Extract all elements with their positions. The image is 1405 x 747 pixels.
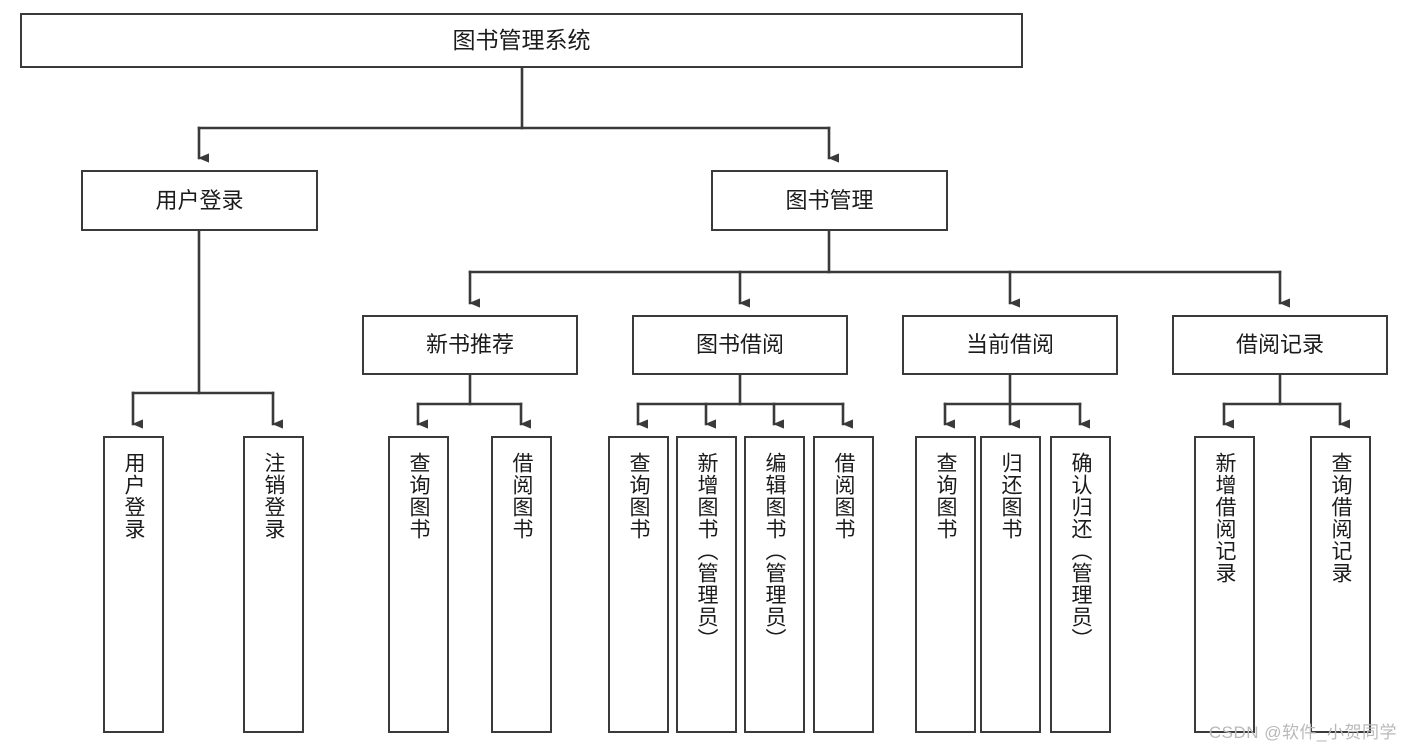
node-label: 查询图书: [934, 452, 957, 540]
leaf-query-book-recommend[interactable]: 查询图书: [388, 436, 449, 733]
leaf-add-borrow-record[interactable]: 新增借阅记录: [1194, 436, 1255, 733]
node-label: 借阅图书: [510, 452, 533, 540]
leaf-user-login[interactable]: 用户登录: [103, 436, 164, 733]
node-label: 新书推荐: [425, 332, 514, 358]
leaf-query-book-current[interactable]: 查询图书: [915, 436, 976, 733]
node-root-system[interactable]: 图书管理系统: [20, 13, 1023, 68]
node-label: 图书管理: [785, 187, 874, 213]
node-label: 查询图书: [407, 452, 430, 540]
node-label: 查询借阅记录: [1329, 452, 1352, 584]
node-label: 借阅记录: [1235, 332, 1324, 358]
node-borrow-record[interactable]: 借阅记录: [1172, 315, 1388, 375]
node-user-login[interactable]: 用户登录: [81, 170, 318, 231]
node-current-borrow[interactable]: 当前借阅: [902, 315, 1118, 375]
leaf-return-book[interactable]: 归还图书: [980, 436, 1041, 733]
node-book-management[interactable]: 图书管理: [711, 170, 948, 231]
node-label: 注销登录: [262, 452, 285, 540]
leaf-query-borrow-record[interactable]: 查询借阅记录: [1310, 436, 1371, 733]
node-label: 新增借阅记录: [1213, 452, 1236, 584]
leaf-logout-login[interactable]: 注销登录: [243, 436, 304, 733]
node-new-book-recommend[interactable]: 新书推荐: [362, 315, 578, 375]
leaf-add-book-admin[interactable]: 新增图书（管理员）: [676, 436, 737, 733]
node-label: 确认归还（管理员）: [1069, 452, 1092, 650]
leaf-borrow-book[interactable]: 借阅图书: [813, 436, 874, 733]
node-label: 图书借阅: [695, 332, 784, 358]
leaf-query-book-borrow[interactable]: 查询图书: [608, 436, 669, 733]
node-label: 查询图书: [627, 452, 650, 540]
node-book-borrow[interactable]: 图书借阅: [632, 315, 848, 375]
leaf-borrow-book-recommend[interactable]: 借阅图书: [491, 436, 552, 733]
node-label: 新增图书（管理员）: [695, 452, 718, 650]
node-label: 用户登录: [155, 187, 244, 213]
node-label: 编辑图书（管理员）: [763, 452, 786, 650]
node-label: 当前借阅: [965, 332, 1054, 358]
leaf-edit-book-admin[interactable]: 编辑图书（管理员）: [744, 436, 805, 733]
node-label: 用户登录: [122, 452, 145, 540]
csdn-watermark: CSDN @软件_小贺同学: [1208, 723, 1397, 742]
node-label: 图书管理系统: [452, 26, 591, 53]
node-label: 借阅图书: [832, 452, 855, 540]
node-label: 归还图书: [999, 452, 1022, 540]
leaf-confirm-return-admin[interactable]: 确认归还（管理员）: [1050, 436, 1111, 733]
